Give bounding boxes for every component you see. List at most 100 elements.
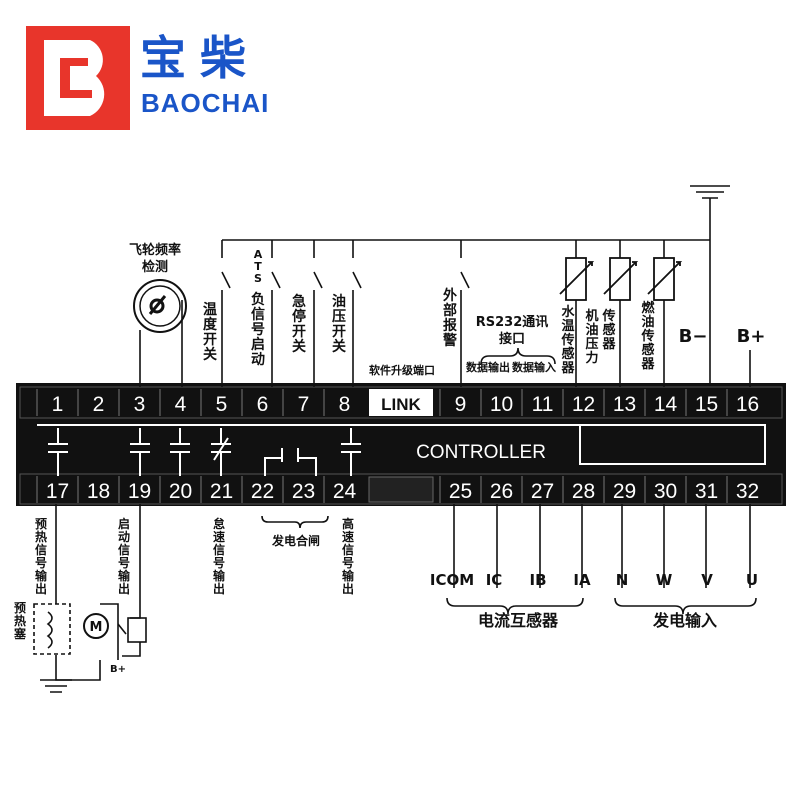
svg-text:预: 预 — [14, 601, 26, 615]
svg-text:关: 关 — [292, 338, 306, 355]
ats-label: ATS — [254, 248, 263, 285]
svg-text:输: 输 — [342, 568, 355, 583]
brand-name-cn: 宝柴 — [140, 31, 260, 85]
oil-pressure-sensor-label-b: 传感器 — [601, 308, 616, 352]
svg-text:部: 部 — [443, 302, 457, 319]
ct-label-ib: IB — [529, 571, 546, 589]
terminal-11: 11 — [532, 393, 554, 416]
svg-text:塞: 塞 — [14, 626, 27, 641]
gen-label-n: N — [616, 571, 629, 589]
terminal-27: 27 — [531, 480, 554, 503]
terminal-1: 1 — [52, 393, 64, 416]
svg-text:温: 温 — [561, 319, 574, 334]
svg-text:启: 启 — [118, 516, 130, 531]
svg-text:输: 输 — [213, 568, 226, 583]
svg-text:号: 号 — [342, 555, 354, 570]
terminal-31: 31 — [695, 480, 718, 503]
svg-text:预: 预 — [35, 517, 47, 531]
rs232-label-1: RS232通讯 — [476, 314, 549, 330]
svg-text:号: 号 — [118, 555, 130, 570]
svg-text:速: 速 — [342, 529, 354, 544]
svg-text:出: 出 — [342, 581, 354, 596]
terminal-9: 9 — [455, 393, 467, 416]
svg-text:关: 关 — [203, 346, 217, 363]
flywheel-label-1: 飞轮频率 — [129, 242, 181, 258]
svg-text:信: 信 — [118, 542, 130, 557]
terminal-3: 3 — [134, 393, 146, 416]
svg-text:速: 速 — [213, 529, 225, 544]
svg-text:信: 信 — [342, 542, 354, 557]
svg-text:开: 开 — [332, 324, 346, 340]
svg-text:感: 感 — [561, 346, 574, 362]
svg-text:力: 力 — [585, 350, 598, 366]
terminal-22: 22 — [251, 480, 274, 503]
svg-text:动: 动 — [251, 351, 265, 368]
terminal-13: 13 — [613, 393, 636, 416]
data-in-label: 数据输入 — [512, 360, 556, 374]
svg-text:S: S — [254, 272, 262, 285]
terminal-16: 16 — [736, 393, 759, 416]
terminal-26: 26 — [490, 480, 513, 503]
terminal-5: 5 — [216, 393, 228, 416]
gen-group-label: 发电输入 — [652, 611, 717, 630]
svg-text:出: 出 — [118, 581, 130, 596]
gen-label-w: W — [656, 571, 673, 589]
svg-text:A: A — [254, 248, 263, 261]
terminal-25: 25 — [449, 480, 472, 503]
svg-text:信: 信 — [35, 542, 47, 557]
ct-label-ic: IC — [486, 571, 503, 589]
terminal-21: 21 — [210, 480, 233, 503]
ct-label-ia: IA — [573, 571, 591, 589]
ct-label-icom: ICOM — [430, 571, 474, 589]
terminal-6: 6 — [257, 393, 269, 416]
svg-text:输: 输 — [35, 568, 48, 583]
svg-text:感: 感 — [602, 322, 615, 338]
controller-label: CONTROLLER — [416, 442, 546, 463]
terminal-28: 28 — [572, 480, 595, 503]
svg-text:压: 压 — [585, 337, 598, 352]
terminal-30: 30 — [654, 480, 677, 503]
terminal-12: 12 — [572, 393, 595, 416]
svg-text:T: T — [254, 260, 262, 273]
svg-text:传: 传 — [640, 328, 654, 344]
svg-text:水: 水 — [561, 304, 575, 320]
b-minus-label: B− — [679, 326, 708, 347]
svg-text:动: 动 — [118, 530, 130, 544]
svg-text:急: 急 — [292, 293, 306, 310]
svg-text:器: 器 — [640, 357, 655, 372]
svg-text:出: 出 — [213, 581, 225, 596]
svg-text:开: 开 — [203, 332, 217, 348]
svg-text:度: 度 — [203, 316, 218, 333]
svg-text:出: 出 — [35, 581, 47, 596]
terminal-17: 17 — [46, 480, 69, 503]
motor-label: M — [90, 620, 103, 635]
b-plus-small-label: B+ — [110, 664, 126, 675]
svg-text:报: 报 — [443, 318, 457, 334]
svg-text:燃: 燃 — [641, 300, 655, 316]
sensor-symbols — [559, 257, 683, 301]
internal-relays — [37, 424, 766, 476]
svg-text:油: 油 — [332, 293, 346, 310]
svg-text:传: 传 — [560, 332, 574, 348]
svg-text:高: 高 — [342, 516, 354, 531]
terminal-24: 24 — [333, 480, 357, 503]
svg-text:关: 关 — [332, 338, 346, 355]
terminal-10: 10 — [490, 393, 513, 416]
flywheel-label-2: 检测 — [142, 259, 168, 275]
svg-text:号: 号 — [35, 555, 47, 570]
svg-text:信: 信 — [251, 306, 265, 323]
svg-text:热: 热 — [14, 613, 26, 628]
top-wiring — [139, 185, 751, 387]
svg-text:负: 负 — [251, 291, 265, 308]
